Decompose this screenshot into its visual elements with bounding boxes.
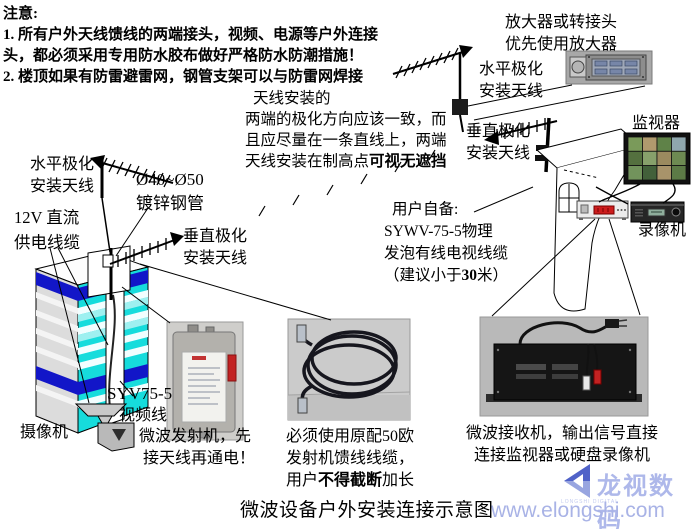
transmitter-caption: 微波发射机，先 接天线再通电！ bbox=[139, 428, 256, 467]
camera-label: 摄像机 bbox=[20, 424, 69, 441]
horizontal-polarization-label-left: 水平极化 安装天线 bbox=[30, 156, 95, 195]
vertical-polarization-label-left: 垂直极化 安装天线 bbox=[183, 228, 248, 267]
video-cable-label-model: SYV75-5 bbox=[107, 384, 173, 403]
monitor-label: 监视器 bbox=[632, 115, 681, 132]
callout-lines bbox=[49, 84, 646, 404]
antenna-horizontal-top bbox=[392, 45, 473, 133]
feed-cable-caption: 必须使用原配50欧 发射机馈线线缆， 用户不得截断加长 bbox=[286, 428, 415, 489]
longshi-logo-icon bbox=[564, 464, 590, 498]
amplifier-photo bbox=[565, 50, 653, 85]
receiver-caption: 微波接收机，输出信号直接 连接监视器或硬盘录像机 bbox=[466, 425, 659, 464]
notes-item2: 2. 楼顶如果有防雷避雷网，钢管支架可以与防雷网焊接 bbox=[3, 69, 364, 85]
antenna-vertical-right bbox=[484, 117, 558, 173]
receiver-unit bbox=[576, 200, 629, 220]
installation-notes: 注意: 1. 所有户外天线馈线的两端接头，视频、电源等户外连接 头，都必须采用专… bbox=[3, 4, 378, 88]
horizontal-polarization-label-top: 水平极化 安装天线 bbox=[479, 61, 544, 100]
transmitter-photo bbox=[166, 321, 244, 441]
user-supply-note: 用户自备: SYWV-75-5物理 发泡有线电视线缆 （建议小于30米） bbox=[384, 201, 509, 284]
dc-power-label: 12V 直流 供电线缆 bbox=[14, 208, 80, 252]
recorder-unit bbox=[630, 201, 685, 223]
notes-item1-line1: 1. 所有户外天线馈线的两端接头，视频、电源等户外连接 bbox=[3, 27, 379, 43]
antenna-alignment-note: 天线安装的 两端的极化方向应该一致，而 且应尽量在一条直线上，两端 天线安装在制… bbox=[245, 90, 447, 170]
antenna-vertical-left bbox=[102, 232, 184, 300]
cable-photo bbox=[287, 318, 411, 421]
notes-item1-line2: 头，都必须采用专用防水胶布做好严格防水防潮措施！ bbox=[3, 48, 364, 64]
page-title: 微波设备户外安装连接示意图 bbox=[240, 500, 494, 521]
wall-structure bbox=[535, 128, 643, 312]
vertical-polarization-label-right: 垂直极化 安装天线 bbox=[466, 123, 531, 162]
steel-pipe-label: Ø40~Ø50 镀锌钢管 bbox=[136, 170, 204, 213]
alignment-dashes bbox=[258, 149, 436, 217]
video-cable-label-type: 视频线 bbox=[119, 407, 168, 424]
watermark-brand: 龙视数码 bbox=[597, 474, 675, 529]
signal-cables bbox=[595, 183, 676, 205]
watermark-subtitle: LONGSHI DIGITAL bbox=[561, 499, 619, 505]
watermark-url: www.elongshi.com bbox=[491, 499, 665, 522]
notes-heading: 注意: bbox=[3, 6, 38, 22]
recorder-label: 录像机 bbox=[638, 222, 687, 239]
antenna-horizontal-left bbox=[90, 155, 174, 253]
monitor-device bbox=[623, 132, 691, 185]
receiver-photo bbox=[479, 316, 649, 417]
amplifier-label: 放大器或转接头 优先使用放大器 bbox=[505, 14, 618, 53]
building bbox=[34, 245, 150, 452]
